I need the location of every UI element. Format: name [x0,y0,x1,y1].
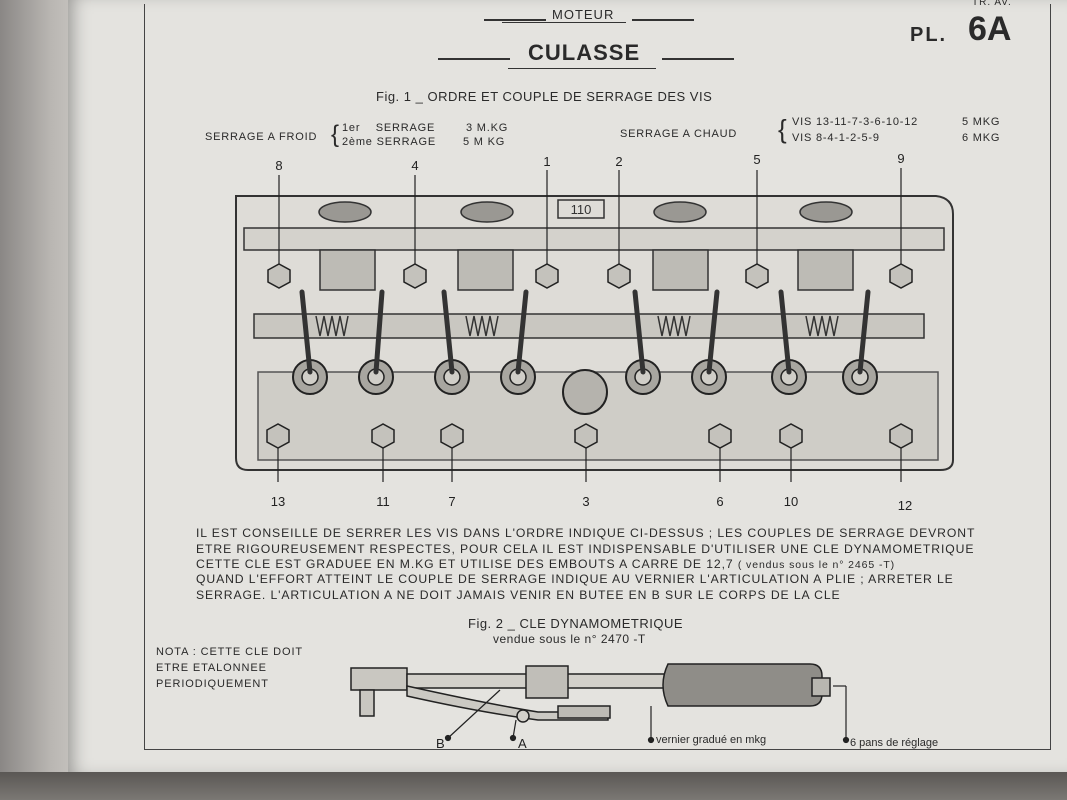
label-a: A [518,736,527,751]
section-underline [502,22,626,23]
bolt-label-5: 5 [753,152,760,167]
torque-wrench-drawing [350,663,831,723]
plate-prefix: PL. [910,24,948,46]
corner-note: TR. AV. [972,0,1012,8]
label-pans: 6 pans de réglage [850,737,939,749]
section-rule-left [484,19,546,21]
book-shadow [0,772,1067,800]
title-underline [508,68,656,69]
bolt-label-6: 6 [716,494,723,509]
bolt-label-10: 10 [784,494,798,509]
bolt-label-1: 1 [543,154,550,169]
instruction-line-4: QUAND L'EFFORT ATTEINT LE COUPLE DE SERR… [196,572,954,586]
hot-label: SERRAGE A CHAUD [620,128,738,140]
bolt-label-3: 3 [582,494,589,509]
instruction-line-2: ETRE RIGOUREUSEMENT RESPECTES, POUR CELA… [196,542,975,556]
hot-step-2: VIS 8-4-1-2-5-9 [792,132,880,144]
bolt-label-7: 7 [448,494,455,509]
nota-line-3: PERIODIQUEMENT [156,678,269,690]
bolt-label-2: 2 [615,154,622,169]
brace-cold: { [331,121,340,148]
hot-step-1-value: 5 MKG [962,116,1001,128]
instruction-line-5: SERRAGE. L'ARTICULATION A NE DOIT JAMAIS… [196,588,841,602]
title-rule-left [438,58,510,60]
cold-step-2: 2ème SERRAGE 5 M KG [342,136,506,148]
instruction-line-3: CETTE CLE EST GRADUEE EN M.KG ET UTILISE… [196,557,896,571]
fig2-subcaption: vendue sous le n° 2470 -T [493,632,646,646]
fig2-caption: Fig. 2 _ CLE DYNAMOMETRIQUE [468,616,684,631]
fig1-caption: Fig. 1 _ ORDRE ET COUPLE DE SERRAGE DES … [376,89,713,104]
section-rule-right [632,19,694,21]
title-rule-right [662,58,734,60]
bolt-label-9: 9 [897,151,904,166]
cold-step-1: 1er SERRAGE 3 M.KG [342,122,509,134]
bolt-label-11: 11 [376,494,390,509]
page-title: CULASSE [528,40,641,65]
hot-step-2-value: 6 MKG [962,132,1001,144]
nota-line-2: ETRE ETALONNEE [156,662,267,674]
cylinder-head-diagram: 1 10 [235,151,954,751]
bolt-label-12: 12 [898,498,912,513]
label-vernier: vernier gradué en mkg [656,734,767,746]
nota-line-1: NOTA : CETTE CLE DOIT [156,646,304,658]
section-label: MOTEUR [552,7,615,22]
instruction-line-1: IL EST CONSEILLE DE SERRER LES VIS DANS … [196,526,976,540]
plate-number: 6A [968,10,1012,48]
bolt-label-8: 8 [275,158,282,173]
hot-step-1: VIS 13-11-7-3-6-10-12 [792,116,919,128]
bolt-label-4: 4 [411,158,418,173]
page-frame [144,4,1051,750]
bolt-label-13: 13 [271,494,285,509]
cold-label: SERRAGE A FROID [205,131,318,143]
head-marking: 110 [571,202,592,217]
brace-hot: { [778,114,788,144]
label-b: B [436,736,445,751]
head-marking-box [557,199,605,219]
